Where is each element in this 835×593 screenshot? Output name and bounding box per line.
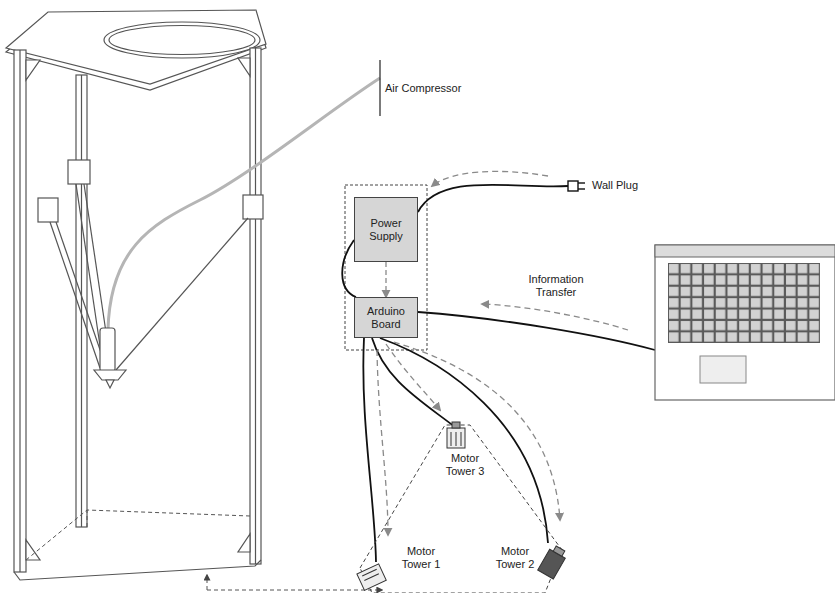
part-label: Motor Tower 3 [442,452,488,478]
box-label: Power Supply [359,217,413,243]
part-label: Motor Tower 2 [492,545,538,571]
box-label: Arduino Board [359,305,413,331]
part-label: Motor Tower 1 [398,545,444,571]
component-box: Arduino Board [354,297,418,338]
component-box: Power Supply [354,197,418,262]
part-label: Information Transfer [520,273,592,299]
part-label: Wall Plug [592,179,672,192]
part-label: Air Compressor [385,82,505,95]
flow-connector [385,262,386,297]
